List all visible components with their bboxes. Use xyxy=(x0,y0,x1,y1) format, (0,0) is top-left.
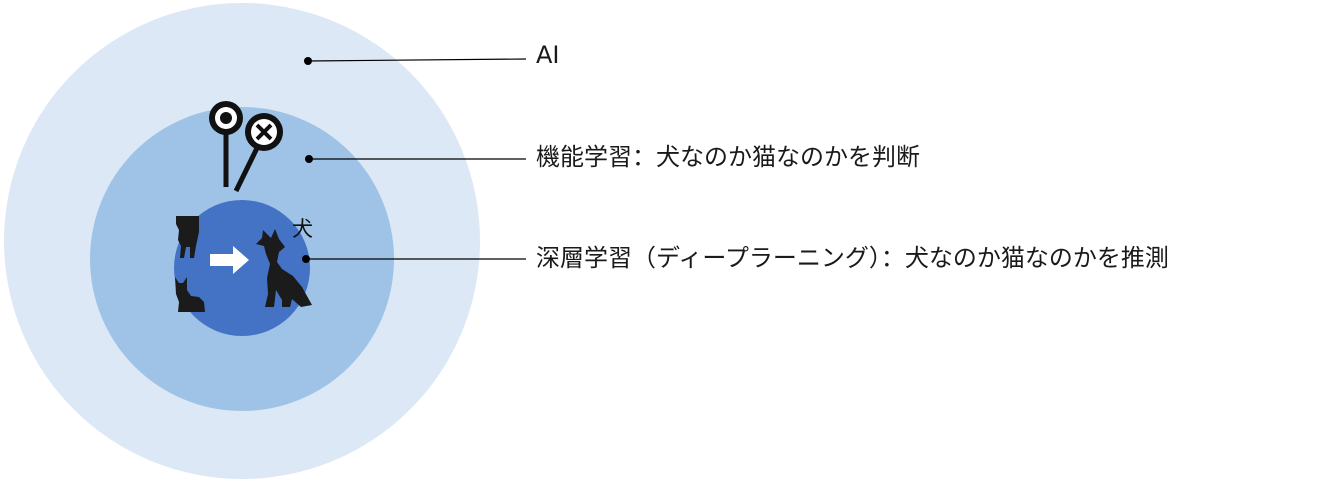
inner-result-label: 犬 xyxy=(292,217,313,241)
deep-learning-label: 深層学習（ディープラーニング）：犬なのか猫なのかを推測 xyxy=(536,244,1169,272)
input-cat-silhouette-icon xyxy=(175,277,205,312)
deep-learning-leader-line xyxy=(302,255,526,263)
machine-learning-label: 機能学習：犬なのか猫なのかを判断 xyxy=(536,143,920,171)
input-dog-silhouette-icon xyxy=(176,216,199,258)
ai-label: AI xyxy=(536,41,560,69)
right-arrow-icon xyxy=(210,246,249,274)
ai-leader-line xyxy=(304,57,527,65)
output-dog-silhouette-icon xyxy=(256,229,312,307)
cross-mark-sign-icon xyxy=(233,113,283,193)
circle-mark-sign-icon xyxy=(209,101,243,187)
machine-learning-leader-line xyxy=(305,155,526,163)
